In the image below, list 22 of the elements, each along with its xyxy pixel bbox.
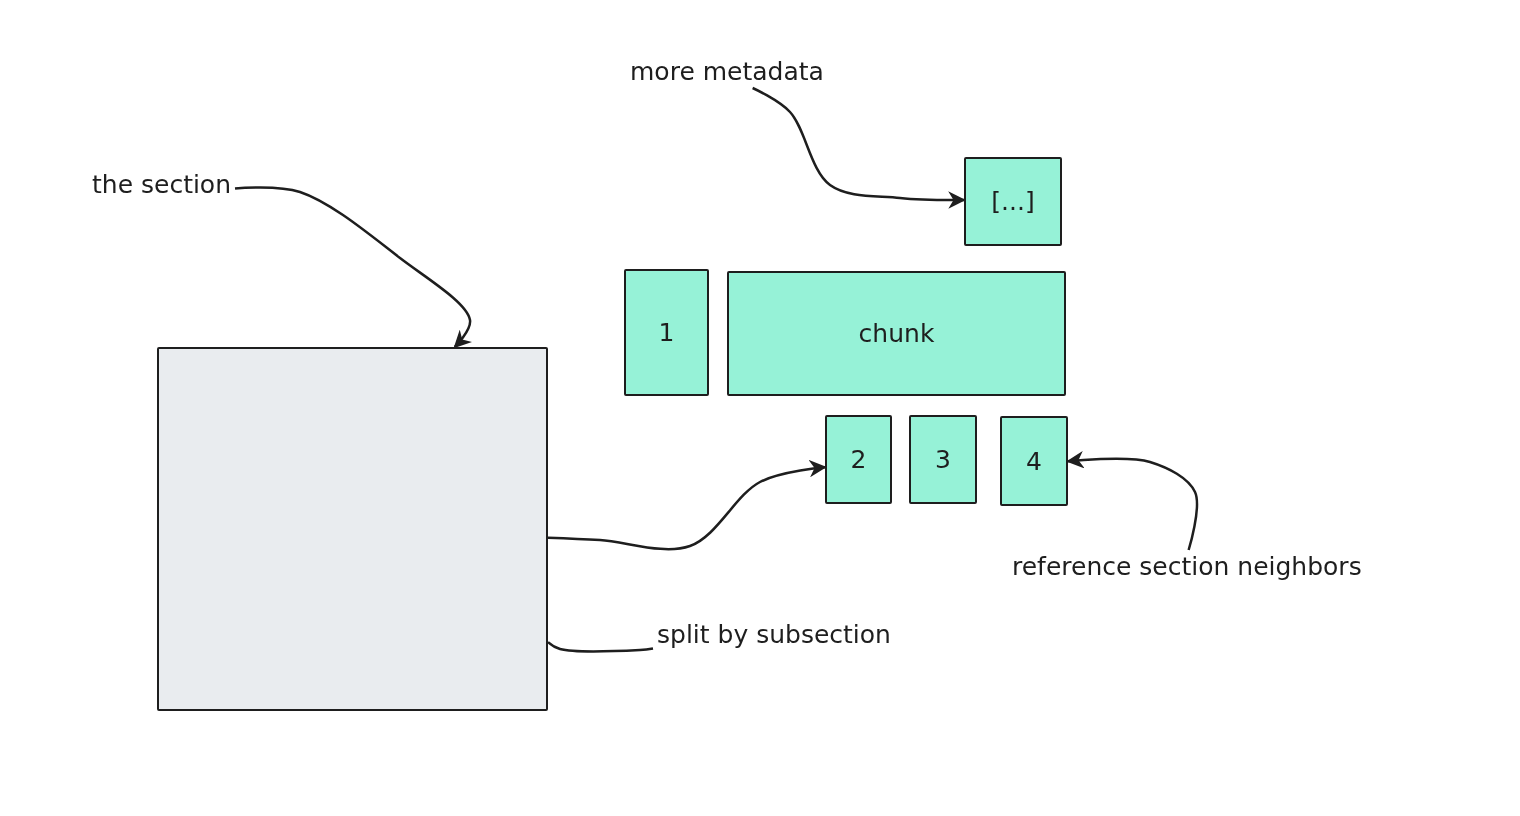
annotation-label: the section bbox=[88, 168, 235, 201]
curved-arrow bbox=[547, 459, 827, 551]
curved-arrow bbox=[752, 86, 966, 209]
annotation-label: split by subsection bbox=[653, 618, 895, 651]
box-label: [...] bbox=[991, 187, 1035, 216]
neighbor-box bbox=[909, 415, 977, 504]
box-label: 4 bbox=[1026, 446, 1042, 476]
chunk-box bbox=[727, 271, 1066, 396]
annotation-label: more metadata bbox=[626, 55, 828, 88]
leader-line bbox=[547, 641, 654, 653]
box-label: 1 bbox=[658, 318, 675, 347]
box-label: 2 bbox=[850, 445, 867, 474]
box-label: 3 bbox=[935, 445, 951, 474]
metadata-box bbox=[964, 157, 1062, 246]
chunk-number-box bbox=[624, 269, 709, 396]
section-box bbox=[157, 347, 548, 711]
annotation-label: reference section neighbors bbox=[1008, 550, 1366, 583]
curved-arrow bbox=[234, 186, 473, 349]
neighbor-box bbox=[825, 415, 892, 504]
box-label: chunk bbox=[858, 319, 935, 348]
curved-arrow bbox=[1066, 451, 1199, 551]
neighbor-box bbox=[1000, 416, 1068, 506]
